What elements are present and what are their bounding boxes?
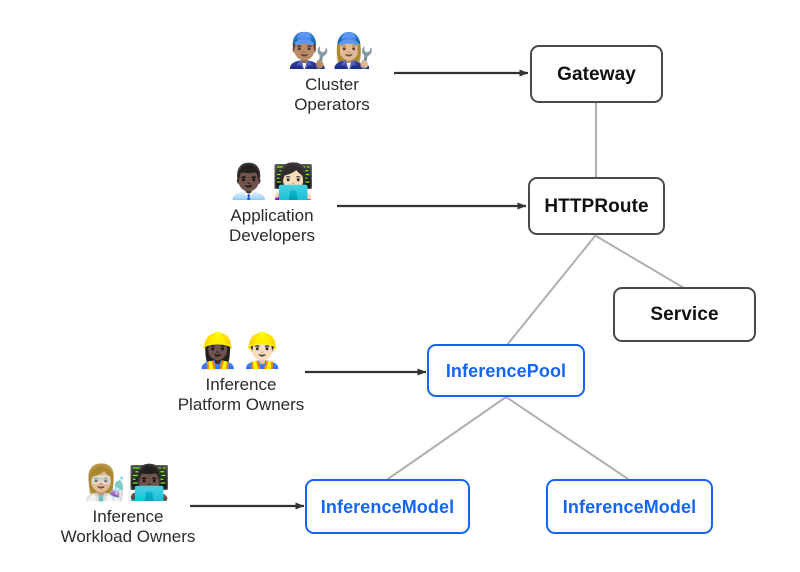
man-office-worker-icon: 👨🏿‍💼👩🏻‍💻 <box>227 162 317 202</box>
persona-application-developers: 👨🏿‍💼👩🏻‍💻 Application Developers <box>196 165 348 245</box>
persona-inference-workload-owners: 👩🏼‍🔬👨🏿‍💻 Inference Workload Owners <box>43 466 213 546</box>
node-inferencepool[interactable]: InferencePool <box>427 344 585 397</box>
node-label-service: Service <box>650 304 719 325</box>
persona-inference-platform-owners: 👷🏿‍♀️👷🏻‍♂️ Inference Platform Owners <box>161 334 321 414</box>
persona-label-inference-platform-owners: Inference Platform Owners <box>177 375 305 414</box>
node-label-httproute: HTTPRoute <box>544 195 649 217</box>
woman-scientist-icon: 👩🏼‍🔬👨🏿‍💻 <box>83 463 173 503</box>
node-service[interactable]: Service <box>613 287 756 342</box>
node-inferencemodel-left[interactable]: InferenceModel <box>305 479 470 534</box>
node-label-gateway: Gateway <box>557 63 636 85</box>
persona-label-cluster-operators: Cluster Operators <box>294 75 370 114</box>
node-httproute[interactable]: HTTPRoute <box>528 177 665 235</box>
edge-httproute-inferencepool <box>506 235 596 346</box>
persona-label-inference-workload-owners: Inference Workload Owners <box>60 507 196 546</box>
persona-label-application-developers: Application Developers <box>229 206 315 245</box>
node-gateway[interactable]: Gateway <box>530 45 663 103</box>
node-label-inferencemodel-right: InferenceModel <box>562 496 697 517</box>
edge-inferencepool-inferencemodel-left <box>387 396 507 480</box>
edge-httproute-service <box>595 235 685 289</box>
persona-cluster-operators: 👨🏽‍🔧👩🏼‍🔧 Cluster Operators <box>256 34 408 114</box>
edge-inferencepool-inferencemodel-right <box>505 396 629 480</box>
node-inferencemodel-right[interactable]: InferenceModel <box>546 479 713 534</box>
woman-construction-worker-icon: 👷🏿‍♀️👷🏻‍♂️ <box>196 331 286 371</box>
node-label-inferencepool: InferencePool <box>445 360 567 381</box>
man-mechanic-icon: 👨🏽‍🔧👩🏼‍🔧 <box>287 31 377 71</box>
node-label-inferencemodel-left: InferenceModel <box>320 496 455 517</box>
persona-arrows <box>190 69 529 510</box>
